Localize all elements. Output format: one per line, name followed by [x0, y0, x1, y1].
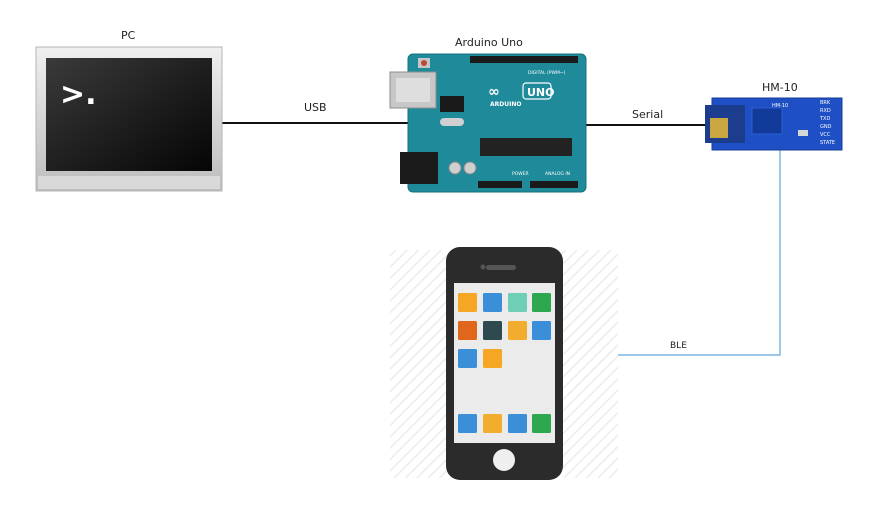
hm10-board-text: HM-10: [772, 103, 788, 109]
app-icon: [458, 414, 477, 433]
hm10-pin-labels: BRK RXD TXD GND VCC STATE: [819, 100, 835, 146]
app-icon: [532, 293, 551, 312]
serial-edge-label: Serial: [632, 108, 664, 121]
arduino-label: Arduino Uno: [455, 36, 523, 49]
arduino-analog-header-label: ANALOG IN: [545, 171, 570, 177]
app-icon: [508, 293, 527, 312]
app-icon: [458, 349, 477, 368]
hm10-label: HM-10: [762, 81, 798, 94]
app-icon: [508, 321, 527, 340]
hm10-module: HM-10: [705, 97, 843, 151]
ble-wire: [565, 150, 781, 356]
arduino-uno-board: ∞ ARDUINO UNO DIGITAL (PWM~) POWER ANALO…: [389, 53, 587, 193]
hm10-pin-state: STATE: [820, 140, 835, 146]
arduino-logo-symbol: ∞: [488, 84, 500, 100]
app-icon: [458, 321, 477, 340]
app-icon: [532, 414, 551, 433]
arduino-model-text: UNO: [527, 86, 555, 99]
usb-edge-label: USB: [304, 101, 327, 114]
app-icon: [483, 349, 502, 368]
hm10-pin-rxd: RXD: [820, 108, 831, 114]
arduino-power-header-label: POWER: [512, 171, 529, 177]
app-icon: [483, 293, 502, 312]
pc-label: PC: [121, 29, 136, 42]
hm10-pin-gnd: GND: [820, 124, 832, 130]
app-icon: [483, 414, 502, 433]
app-icon: [532, 321, 551, 340]
hm10-pin-txd: TXD: [819, 116, 830, 122]
app-icon: [508, 414, 527, 433]
phone-app-grid: [458, 293, 551, 433]
app-icon: [458, 293, 477, 312]
hm10-pin-vcc: VCC: [820, 132, 831, 138]
app-icon: [483, 321, 502, 340]
arduino-digital-header-label: DIGITAL (PWM~): [528, 70, 566, 76]
ble-edge-label: BLE: [670, 341, 687, 351]
arduino-logo-text: ARDUINO: [490, 101, 521, 108]
pc-monitor-icon: >.: [35, 46, 223, 192]
hm10-pin-brk: BRK: [820, 100, 831, 106]
pc-prompt-text: >.: [60, 77, 97, 112]
